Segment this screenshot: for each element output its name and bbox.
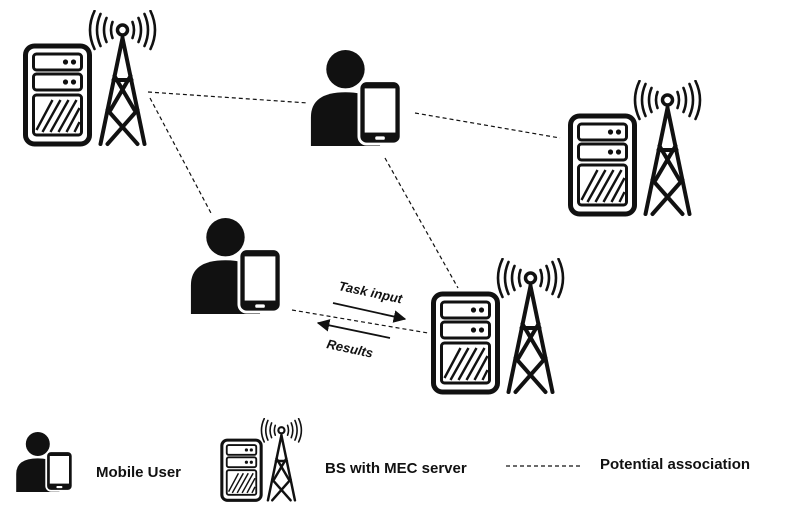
link-user1-bs2 xyxy=(414,112,561,139)
bs-mec-server-icon xyxy=(26,11,156,144)
link-bs1-user1 xyxy=(147,91,309,104)
legend: Mobile User BS with MEC server Potential… xyxy=(15,418,750,502)
legend-bs-label: BS with MEC server xyxy=(325,460,467,477)
task-input-label: Task input xyxy=(337,278,404,306)
bs-mec-server-icon xyxy=(571,81,701,214)
link-bs1-user2 xyxy=(149,97,213,216)
mobile-user-icon xyxy=(309,50,403,146)
legend-association-label: Potential association xyxy=(600,456,750,473)
legend-mobile-user-label: Mobile User xyxy=(96,464,181,481)
mobile-user-icon xyxy=(189,218,283,314)
results-arrow xyxy=(316,319,391,339)
bs-mec-server-icon xyxy=(434,259,564,392)
link-user1-bs3 xyxy=(384,157,459,289)
task-input-arrow xyxy=(332,302,407,323)
association-links xyxy=(147,91,561,334)
bs-mec-server-icon xyxy=(220,418,303,502)
link-user2-bs3 xyxy=(291,309,429,334)
mobile-user-icon xyxy=(15,432,74,492)
results-label: Results xyxy=(325,336,374,360)
